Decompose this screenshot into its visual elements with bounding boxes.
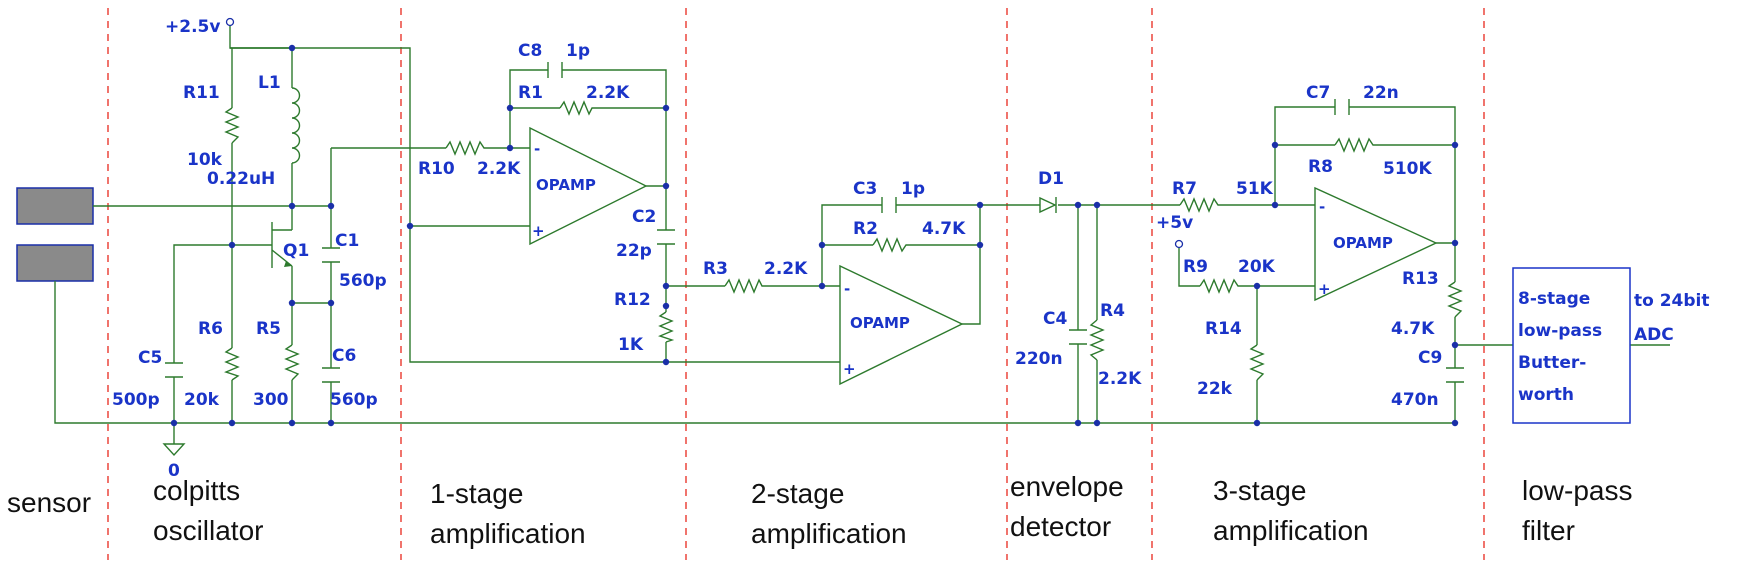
section-stage3-line1: 3-stage xyxy=(1213,475,1306,506)
value-R13: 4.7K xyxy=(1391,319,1435,339)
label-Q1: Q1 xyxy=(283,241,309,261)
value-C4: 220n xyxy=(1015,349,1063,369)
inductor-L1 xyxy=(291,87,301,164)
value-R6: 20k xyxy=(184,390,220,410)
value-R10: 2.2K xyxy=(477,159,521,179)
label-C9: C9 xyxy=(1418,348,1442,368)
label-D1: D1 xyxy=(1038,169,1064,189)
label-C3: C3 xyxy=(853,179,877,199)
opamp-2-label: OPAMP xyxy=(850,314,910,332)
label-R3: R3 xyxy=(703,259,728,279)
section-lowpass-line1: low-pass xyxy=(1522,475,1632,506)
value-R3: 2.2K xyxy=(764,259,808,279)
section-stage2-line1: 2-stage xyxy=(751,478,844,509)
opamp-2: - + OPAMP xyxy=(839,264,964,386)
value-C6: 560p xyxy=(330,390,378,410)
label-R4: R4 xyxy=(1100,301,1125,321)
value-R4: 2.2K xyxy=(1098,369,1142,389)
label-C4: C4 xyxy=(1043,309,1067,329)
ground-symbol xyxy=(162,423,186,457)
section-separators xyxy=(107,8,1485,560)
value-C1: 560p xyxy=(339,271,387,291)
value-R1: 2.2K xyxy=(586,83,630,103)
ground-label: 0 xyxy=(168,461,180,481)
section-stage1-line1: 1-stage xyxy=(430,478,523,509)
vcc-5v-label: +5v xyxy=(1156,213,1193,233)
value-R14: 22k xyxy=(1197,379,1233,399)
value-C3: 1p xyxy=(901,179,925,199)
svg-text:-: - xyxy=(844,280,850,298)
value-R2: 4.7K xyxy=(922,219,966,239)
section-sensor: sensor xyxy=(7,487,91,518)
sensor-element xyxy=(16,187,94,282)
label-R6: R6 xyxy=(198,319,223,339)
value-L1: 0.22uH xyxy=(207,169,275,189)
svg-text:-: - xyxy=(1319,198,1325,216)
value-C9: 470n xyxy=(1391,390,1439,410)
section-stage1-line2: amplification xyxy=(430,518,586,549)
output-label-line2: ADC xyxy=(1634,325,1674,345)
wiring xyxy=(54,25,1670,424)
opamp-1-label: OPAMP xyxy=(536,176,596,194)
section-envelope-line2: detector xyxy=(1010,511,1111,542)
transistor-Q1 xyxy=(284,261,292,267)
label-R13: R13 xyxy=(1402,269,1439,289)
supply-terminals xyxy=(225,17,1184,249)
label-R5: R5 xyxy=(256,319,281,339)
section-colpitts-line1: colpitts xyxy=(153,475,240,506)
value-R12: 1K xyxy=(618,335,644,355)
label-L1: L1 xyxy=(258,73,281,93)
junction-dots xyxy=(170,44,1459,427)
value-R9: 20K xyxy=(1238,257,1276,277)
section-stage2-line2: amplification xyxy=(751,518,907,549)
capacitor-symbols xyxy=(165,62,1464,383)
label-R8: R8 xyxy=(1308,157,1333,177)
component-labels: +2.5v 0 R11 10k L1 0.22uH Q1 C1 560p C5 … xyxy=(112,17,1710,481)
svg-text:+: + xyxy=(843,360,856,378)
lowpass-filter-block: 8-stage low-pass Butter- worth xyxy=(1512,267,1631,424)
label-C2: C2 xyxy=(632,207,656,227)
svg-text:-: - xyxy=(534,140,540,158)
label-C8: C8 xyxy=(518,41,542,61)
resistor-symbols xyxy=(224,100,1463,381)
label-R10: R10 xyxy=(418,159,455,179)
filter-line-2: low-pass xyxy=(1518,321,1602,341)
value-R8: 510K xyxy=(1383,159,1432,179)
label-C1: C1 xyxy=(335,231,359,251)
value-C5: 500p xyxy=(112,390,160,410)
value-C2: 22p xyxy=(616,241,652,261)
section-envelope-line1: envelope xyxy=(1010,471,1124,502)
svg-text:+: + xyxy=(1318,280,1331,298)
label-R2: R2 xyxy=(853,219,878,239)
label-R12: R12 xyxy=(614,290,651,310)
label-R11: R11 xyxy=(183,83,220,103)
opamp-3: - + OPAMP xyxy=(1314,186,1438,302)
value-R5: 300 xyxy=(253,390,289,410)
filter-line-1: 8-stage xyxy=(1518,289,1590,309)
svg-text:+: + xyxy=(532,222,545,240)
section-lowpass-line2: filter xyxy=(1522,515,1575,546)
value-R11: 10k xyxy=(187,150,223,170)
section-colpitts-line2: oscillator xyxy=(153,515,263,546)
label-R9: R9 xyxy=(1183,257,1208,277)
label-C6: C6 xyxy=(332,346,356,366)
value-R7: 51K xyxy=(1236,179,1274,199)
label-R1: R1 xyxy=(518,83,543,103)
diode-D1 xyxy=(1039,196,1057,214)
opamp-1: - + OPAMP xyxy=(529,126,648,246)
value-C7: 22n xyxy=(1363,83,1399,103)
value-C8: 1p xyxy=(566,41,590,61)
output-label-line1: to 24bit xyxy=(1634,291,1710,311)
filter-line-3: Butter- xyxy=(1518,353,1586,373)
label-C7: C7 xyxy=(1306,83,1330,103)
label-R7: R7 xyxy=(1172,179,1197,199)
filter-line-4: worth xyxy=(1518,385,1574,405)
section-titles: sensor colpitts oscillator 1-stage ampli… xyxy=(7,471,1632,549)
opamp-3-label: OPAMP xyxy=(1333,234,1393,252)
vcc-2v5-label: +2.5v xyxy=(165,17,220,37)
label-R14: R14 xyxy=(1205,319,1242,339)
section-stage3-line2: amplification xyxy=(1213,515,1369,546)
label-C5: C5 xyxy=(138,348,162,368)
